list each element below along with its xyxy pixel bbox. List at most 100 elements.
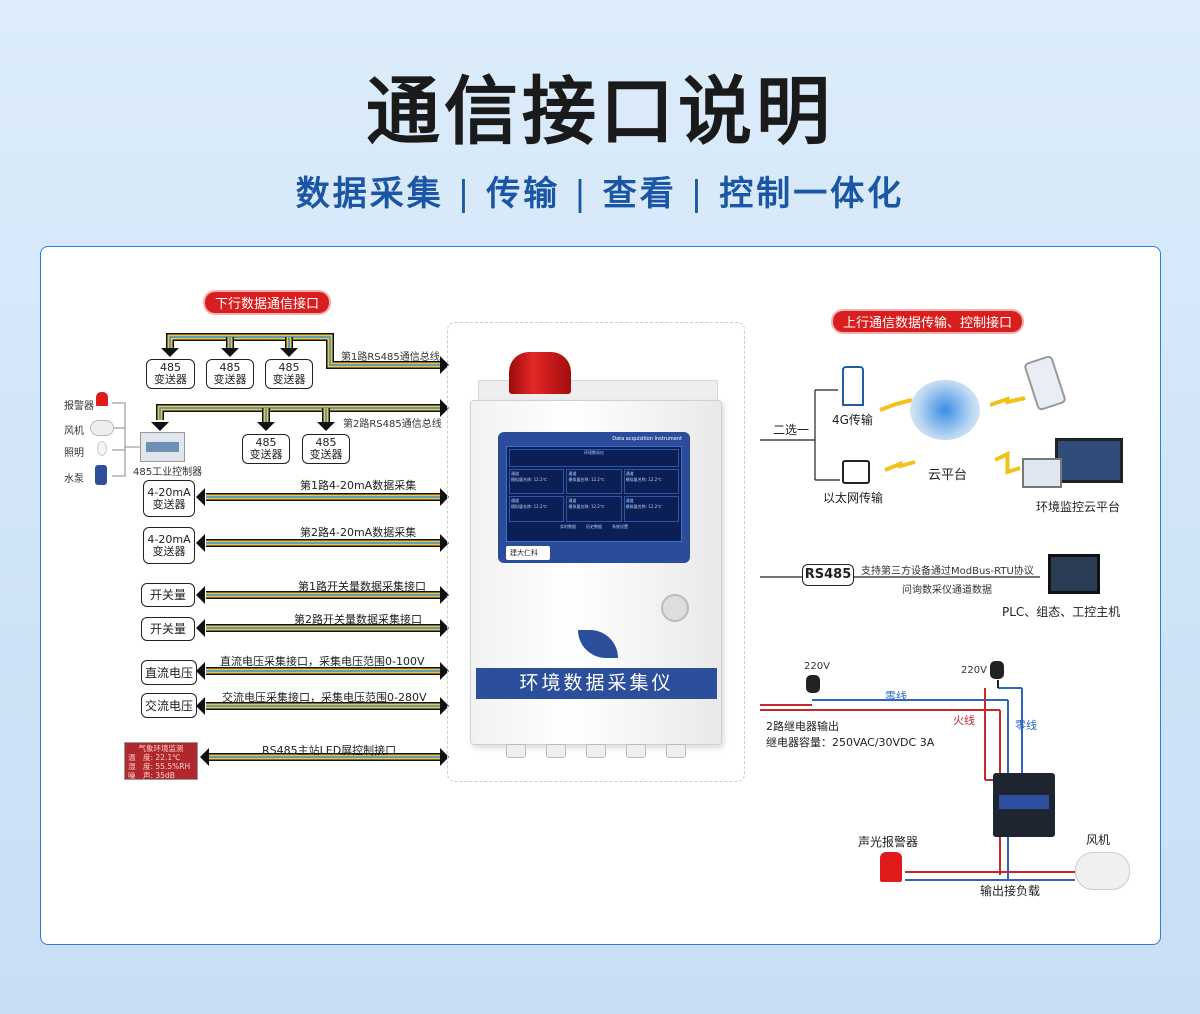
subtitle-part: 查看 xyxy=(602,174,677,214)
arrow-head xyxy=(317,422,335,431)
screen-button[interactable]: 系统设置 xyxy=(611,523,628,529)
arrow-head xyxy=(440,356,449,374)
fan-icon xyxy=(1075,852,1130,890)
fan-icon xyxy=(90,420,114,436)
arrow-head xyxy=(196,697,205,715)
screen-header: 环境数采仪 xyxy=(509,449,679,467)
arrow-head xyxy=(440,488,449,506)
neutral-label: 零线 xyxy=(1015,719,1037,732)
rs485-bus-1 xyxy=(169,336,440,366)
arrow-head xyxy=(151,422,169,431)
fan-label: 风机 xyxy=(1086,833,1111,847)
voltage-label: 220V xyxy=(804,661,830,672)
g4-label: 4G传输 xyxy=(832,413,873,427)
arrow-head xyxy=(200,748,209,766)
industrial-pc-icon xyxy=(1048,554,1100,594)
arrow-head xyxy=(440,697,449,715)
arrow-head xyxy=(196,488,205,506)
arrow-head xyxy=(196,662,205,680)
device-pump: 水泵 xyxy=(64,474,84,485)
switch1-label: 第1路开关量数据采集接口 xyxy=(298,580,426,593)
power-button[interactable] xyxy=(661,594,689,622)
neutral-label: 零线 xyxy=(885,690,907,703)
laptop-icon xyxy=(1022,458,1062,488)
ethernet-icon xyxy=(842,460,870,484)
rs485-line2: 问询数采仪通道数据 xyxy=(902,585,992,596)
plug-icon xyxy=(806,675,820,693)
subtitle-part: 传输 xyxy=(486,174,561,214)
separator: | xyxy=(690,174,706,214)
rs485-box: RS485 xyxy=(802,564,854,586)
ethernet-label: 以太网传输 xyxy=(823,491,884,505)
arrow-head xyxy=(257,422,275,431)
voltage-label: 220V xyxy=(961,665,987,676)
screen-button[interactable]: 实时数据 xyxy=(559,523,576,529)
channel-tile: 通道模拟量名称: 12.2℃ xyxy=(566,496,622,522)
device-name: 环境数据采集仪 xyxy=(476,668,717,699)
gland xyxy=(626,744,646,758)
cable-glands xyxy=(506,744,686,758)
device-frame xyxy=(447,322,745,782)
relay-capacity: 继电器容量：250VAC/30VDC 3A xyxy=(766,736,935,749)
live-label: 火线 xyxy=(953,714,975,727)
rs485-bus-2 xyxy=(159,407,440,420)
analog2-label: 第2路4-20mA数据采集 xyxy=(300,526,417,539)
separator: | xyxy=(457,174,473,214)
beacon-icon xyxy=(509,352,571,394)
downlink-badge: 下行数据通信接口 xyxy=(205,292,330,313)
device-alarm: 报警器 xyxy=(64,401,94,412)
arrow-head xyxy=(161,348,179,357)
arrow-head xyxy=(440,534,449,552)
device-fan: 风机 xyxy=(64,426,84,437)
signal-bolt-icon xyxy=(994,450,1021,475)
ac-label: 交流电压采集接口，采集电压范围0-280V xyxy=(222,691,427,704)
relay-title: 2路继电器输出 xyxy=(766,720,839,733)
controller-icon xyxy=(140,432,185,462)
alarm-icon xyxy=(880,852,902,882)
signal-bolt-icon xyxy=(989,396,1026,407)
gland xyxy=(666,744,686,758)
bus2-label: 第2路RS485通信总线 xyxy=(343,419,442,430)
pump-icon xyxy=(95,465,107,485)
choose-one-label: 二选一 xyxy=(773,423,810,437)
screen-buttons: 实时数据 历史数据 系统设置 xyxy=(509,524,679,540)
arrow-head xyxy=(196,534,205,552)
channel-tile: 通道模拟量名称: 12.2℃ xyxy=(509,496,565,522)
cloud-icon xyxy=(910,380,980,440)
subtitle-part: 数据采集 xyxy=(295,174,444,214)
brand-logo: 建大仁科 xyxy=(506,546,550,560)
switch-box: 开关量 xyxy=(141,617,195,641)
arrow-head xyxy=(221,348,239,357)
signal-bolt-icon xyxy=(879,398,913,412)
dc-voltage-box: 直流电压 xyxy=(141,660,197,685)
page-title: 通信接口说明 xyxy=(366,69,834,155)
screen-button[interactable]: 历史数据 xyxy=(585,523,602,529)
alarm-icon xyxy=(96,392,108,406)
bulb-icon xyxy=(97,441,107,456)
arrow-head xyxy=(196,586,205,604)
subtitle-part: 控制一体化 xyxy=(719,174,905,214)
gland xyxy=(506,744,526,758)
device-screen: Data acquisition Instrument 环境数采仪 通道模拟量名… xyxy=(498,432,690,563)
led-label: RS485主站LED屏控制接口 xyxy=(262,744,397,757)
alarm-label: 声光报警器 xyxy=(858,835,919,849)
device-bracket xyxy=(112,402,126,477)
gland xyxy=(586,744,606,758)
analog1-label: 第1路4-20mA数据采集 xyxy=(300,479,417,492)
monitor-icon xyxy=(1055,438,1123,483)
plc-label: PLC、组态、工控主机 xyxy=(1002,605,1121,619)
channel-tile: 通道模拟量名称: 12.2℃ xyxy=(623,468,679,494)
arrow-head xyxy=(440,662,449,680)
bus1-label: 第1路RS485通信总线 xyxy=(341,352,440,363)
dc-label: 直流电压采集接口，采集电压范围0-100V xyxy=(220,655,425,668)
arrow-head xyxy=(440,586,449,604)
ac-voltage-box: 交流电压 xyxy=(141,693,197,718)
channel-tile: 通道模拟量名称: 12.2℃ xyxy=(509,468,565,494)
signal-bolt-icon xyxy=(884,460,916,472)
cloud-platform-label: 环境监控云平台 xyxy=(1036,500,1121,514)
